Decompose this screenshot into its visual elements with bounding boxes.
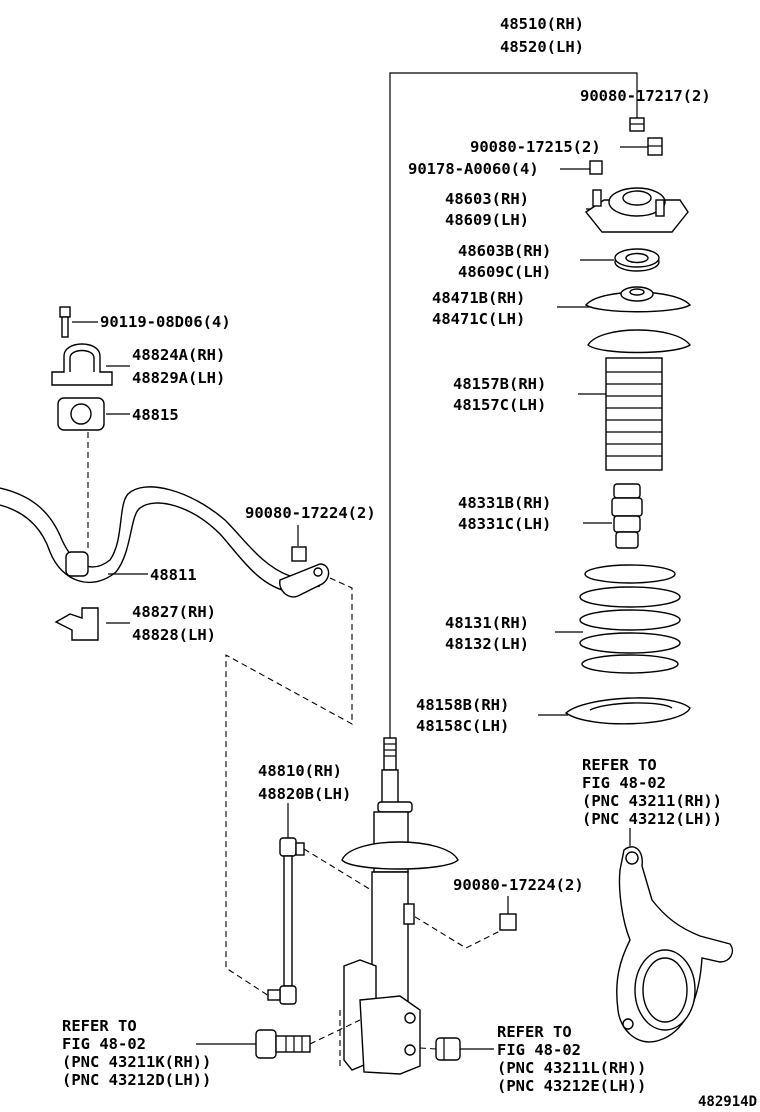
stabilizer-bushing-icon[interactable] [57,397,105,431]
label-ref-bolt-2: FIG 48-02 [62,1035,146,1053]
label-support-lh: 48609(LH) [445,211,529,229]
label-bolt-08d06: 90119-08D06(4) [100,313,231,331]
bracket2-icon[interactable] [54,607,99,641]
label-ref-knuckle-2: FIG 48-02 [582,774,666,792]
label-spring-rh: 48131(RH) [445,614,529,632]
strut-leader-line [389,72,638,745]
bump-stopper-icon[interactable] [611,483,643,549]
link-dash-guide [225,577,353,999]
label-bracket2-lh: 48828(LH) [132,626,216,644]
label-ref-knuckle-1: REFER TO [582,756,657,774]
label-ref-nut-4: (PNC 43212E(LH)) [497,1077,646,1095]
stabilizer-bracket-icon[interactable] [51,343,113,386]
label-nut-17224-b: 90080-17224(2) [453,876,584,894]
label-bumper-lh: 48331C(LH) [458,515,551,533]
strut-nut-icon[interactable] [435,1037,461,1061]
label-nut-17217: 90080-17217(2) [580,87,711,105]
steering-knuckle-icon[interactable] [616,846,734,1043]
shock-absorber-icon[interactable] [341,737,459,1075]
nut-17224-b-icon[interactable] [499,913,517,931]
stabilizer-link-icon[interactable] [267,837,305,1005]
nut-dash [419,1047,437,1050]
label-ref-bolt-3: (PNC 43211K(RH)) [62,1053,211,1071]
label-bumper-rh: 48331B(RH) [458,494,551,512]
label-insulator-rh: 48158B(RH) [416,696,509,714]
label-strut-rh: 48510(RH) [500,15,584,33]
bearing-icon[interactable] [614,248,660,272]
label-ref-bolt-1: REFER TO [62,1017,137,1035]
label-bracket2-rh: 48827(RH) [132,603,216,621]
link-nut-dash [303,848,519,949]
label-seat-upper-rh: 48471B(RH) [432,289,525,307]
nut-17224-a-icon[interactable] [291,546,307,562]
spring-seat-upper-icon[interactable] [584,286,692,313]
coil-spring-icon[interactable] [579,564,681,674]
strut-bolt-icon[interactable] [255,1029,311,1059]
label-boot-rh: 48157B(RH) [453,375,546,393]
strut-support-icon[interactable] [584,187,689,233]
label-bracket-rh: 48824A(RH) [132,346,225,364]
label-stab-bar: 48811 [150,566,197,584]
spring-insulator-icon[interactable] [564,697,691,725]
label-ref-bolt-4: (PNC 43212D(LH)) [62,1071,211,1089]
label-strut-lh: 48520(LH) [500,38,584,56]
label-bushing: 48815 [132,406,179,424]
label-ref-nut-2: FIG 48-02 [497,1041,581,1059]
label-ref-nut-3: (PNC 43211L(RH)) [497,1059,646,1077]
label-nut-a0060: 90178-A0060(4) [408,160,539,178]
label-insulator-lh: 48158C(LH) [416,717,509,735]
stabilizer-bar-icon[interactable] [0,486,330,598]
label-link-rh: 48810(RH) [258,762,342,780]
nut-17215-icon[interactable] [647,137,663,156]
label-link-lh: 48820B(LH) [258,785,351,803]
label-nut-17215: 90080-17215(2) [470,138,601,156]
label-nut-17224-a: 90080-17224(2) [245,504,376,522]
label-spring-lh: 48132(LH) [445,635,529,653]
label-ref-knuckle-4: (PNC 43212(LH)) [582,810,722,828]
label-ref-knuckle-3: (PNC 43211(RH)) [582,792,722,810]
label-bracket-lh: 48829A(LH) [132,369,225,387]
nut-17217-icon[interactable] [629,117,645,132]
dust-boot-icon[interactable] [587,329,692,471]
label-boot-lh: 48157C(LH) [453,396,546,414]
label-bearing-lh: 48609C(LH) [458,263,551,281]
label-seat-upper-lh: 48471C(LH) [432,310,525,328]
label-support-rh: 48603(RH) [445,190,529,208]
nut-a0060-icon[interactable] [589,160,603,175]
bolt-08d06-icon[interactable] [59,306,71,338]
label-ref-nut-1: REFER TO [497,1023,572,1041]
label-bearing-rh: 48603B(RH) [458,242,551,260]
diagram-code: 482914D [698,1094,757,1110]
